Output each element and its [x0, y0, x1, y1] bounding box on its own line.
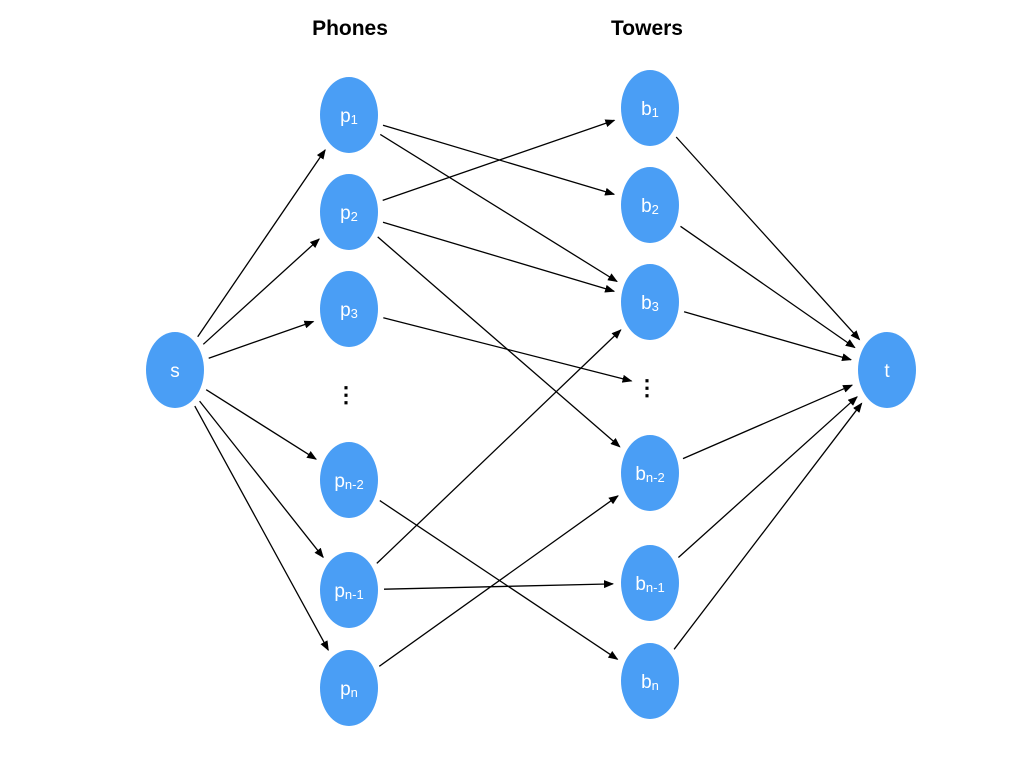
node-label-subscript: n-2 [345, 477, 364, 492]
node-pn2: pn-2 [320, 442, 378, 518]
node-s: s [146, 332, 204, 408]
node-label-subscript: 3 [652, 299, 659, 314]
node-circle-b3 [621, 264, 679, 340]
edge-b2-to-t [680, 225, 856, 349]
node-circle-p2 [320, 174, 378, 250]
edge-s-to-p1 [197, 149, 326, 338]
towers-header: Towers [611, 17, 683, 40]
node-label-subscript: 1 [652, 105, 659, 120]
edge-s-to-p3 [208, 320, 315, 359]
edge-pn1-to-bn1 [383, 580, 614, 590]
node-label-bn1: bn-1 [635, 574, 664, 595]
node-label-base: p [340, 203, 351, 224]
node-label-subscript: 2 [652, 202, 659, 217]
node-p3: p3 [320, 271, 378, 347]
node-circle-t [858, 332, 916, 408]
node-p1: p1 [320, 77, 378, 153]
edge-pn1-to-b3 [376, 329, 622, 564]
node-circle-p3 [320, 271, 378, 347]
node-label-b1: b1 [641, 99, 659, 120]
node-label-base: b [635, 464, 646, 485]
edge-s-to-pn1 [199, 400, 324, 559]
edge-bn2-to-t [682, 384, 854, 460]
edge-b3-to-t [683, 311, 852, 362]
node-label-b3: b3 [641, 293, 659, 314]
node-label-t: t [884, 361, 890, 382]
edge-s-to-pn2 [205, 389, 317, 460]
node-label-base: b [641, 196, 652, 217]
node-circle-p1 [320, 77, 378, 153]
edge-p1-to-b3 [379, 133, 618, 283]
node-label-pn2: pn-2 [334, 471, 363, 492]
node-label-subscript: n-1 [646, 580, 665, 595]
node-label-subscript: n [351, 685, 358, 700]
node-circle-s [146, 332, 204, 408]
node-label-bn: bn [641, 672, 659, 693]
node-b3: b3 [621, 264, 679, 340]
edge-s-to-pn [194, 405, 329, 651]
edge-bn1-to-t [677, 396, 858, 558]
edge-s-to-p2 [202, 238, 320, 345]
node-label-base: p [334, 471, 345, 492]
edge-pn-to-bn2 [378, 495, 619, 667]
ellipsis-towers: ⋮ [636, 375, 658, 400]
node-b2: b2 [621, 167, 679, 243]
node-label-pn1: pn-1 [334, 581, 363, 602]
node-circle-pn1 [320, 552, 378, 628]
node-label-p2: p2 [340, 203, 358, 224]
node-label-subscript: n [652, 678, 659, 693]
edge-p3-to-ellipsis-towers [383, 317, 633, 383]
node-pn: pn [320, 650, 378, 726]
node-label-base: p [340, 679, 351, 700]
node-label-subscript: 3 [351, 306, 358, 321]
node-bn2: bn-2 [621, 435, 679, 511]
node-label-b2: b2 [641, 196, 659, 217]
edge-bn-to-t [673, 402, 863, 650]
node-label-base: p [340, 300, 351, 321]
edge-pn2-to-bn [379, 500, 619, 660]
node-label-subscript: n-1 [345, 587, 364, 602]
node-label-subscript: 2 [351, 209, 358, 224]
node-circle-bn1 [621, 545, 679, 621]
node-label-base: p [334, 581, 345, 602]
node-label-base: b [635, 574, 646, 595]
edge-p2-to-bn2 [377, 236, 621, 448]
node-label-base: b [641, 672, 652, 693]
node-label-s: s [170, 361, 180, 382]
node-label-subscript: 1 [351, 112, 358, 127]
node-circle-b1 [621, 70, 679, 146]
ellipsis-phones: ⋮ [335, 382, 357, 407]
node-label-base: t [884, 361, 890, 382]
node-b1: b1 [621, 70, 679, 146]
node-label-subscript: n-2 [646, 470, 665, 485]
node-label-base: b [641, 293, 652, 314]
node-label-base: s [170, 361, 180, 382]
node-circle-bn2 [621, 435, 679, 511]
node-circle-bn [621, 643, 679, 719]
edge-b1-to-t [675, 136, 861, 341]
node-circle-pn [320, 650, 378, 726]
node-label-pn: pn [340, 679, 358, 700]
node-bn: bn [621, 643, 679, 719]
node-label-base: b [641, 99, 652, 120]
phones-header: Phones [312, 17, 388, 40]
node-circle-b2 [621, 167, 679, 243]
node-pn1: pn-1 [320, 552, 378, 628]
node-circle-pn2 [320, 442, 378, 518]
node-bn1: bn-1 [621, 545, 679, 621]
edge-p2-to-b1 [382, 119, 616, 202]
node-label-bn2: bn-2 [635, 464, 664, 485]
node-label-p3: p3 [340, 300, 358, 321]
node-label-p1: p1 [340, 106, 358, 127]
edge-p2-to-b3 [382, 221, 616, 293]
edges-layer [194, 119, 863, 667]
node-p2: p2 [320, 174, 378, 250]
node-t: t [858, 332, 916, 408]
node-label-base: p [340, 106, 351, 127]
